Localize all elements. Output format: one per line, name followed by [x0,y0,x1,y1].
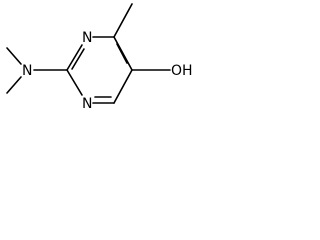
chemical-structure-diagram: N N N OH [6,3,193,112]
ring-bond-c4-c5-inner [116,43,128,64]
methyl-bond-lower-left [6,76,22,94]
ring-bond-c4-c5 [113,36,133,71]
ring-n-top-label: N [82,30,92,46]
methyl-bond-upper-left [6,47,22,65]
methyl-bond-top [113,3,133,38]
hydroxyl-label: OH [171,63,193,79]
dimethylamino-n-label: N [22,63,32,79]
structure-canvas: N N N OH [0,0,201,115]
ring-bond-n1-c2 [66,69,83,96]
ring-bond-c2-n3-inner [71,48,85,70]
ring-bond-c5-c6 [113,69,133,104]
ring-n-bottom-label: N [82,96,92,112]
ring-bond-c2-n3 [66,44,83,71]
